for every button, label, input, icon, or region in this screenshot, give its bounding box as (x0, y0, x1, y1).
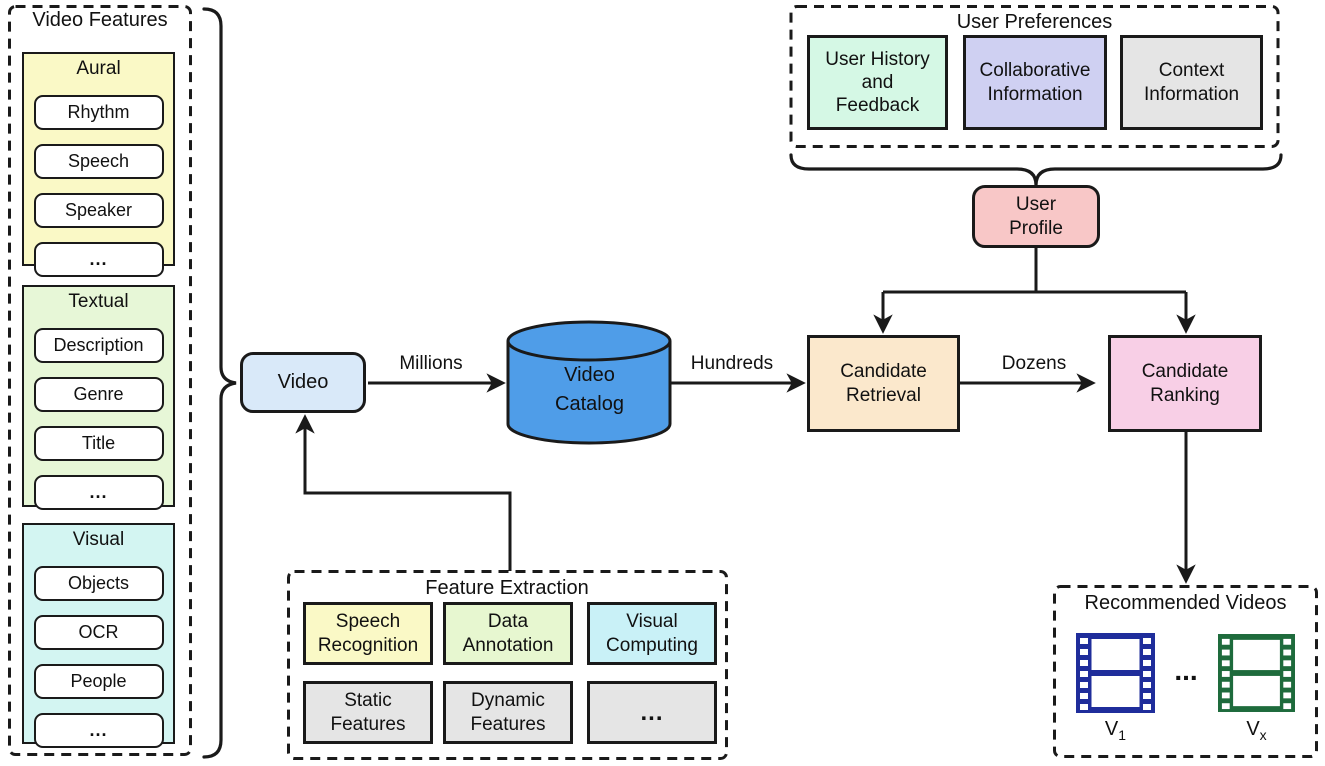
static-features-label: Static Features (330, 690, 406, 735)
speech-recognition-label: Speech Recognition (317, 611, 419, 656)
feature-item-ocr: OCR (33, 615, 164, 650)
feature-extraction-ellipsis-label: ... (640, 698, 664, 726)
feature-item-rhythm: Rhythm (33, 95, 164, 130)
edge-label-dozens: Dozens (1001, 353, 1067, 374)
visual-computing-label: Visual Computing (606, 611, 698, 656)
user-preferences-title: User Preferences (956, 11, 1113, 33)
video-label-vx: Vx (1246, 718, 1267, 743)
user-profile-label: User Profile (1009, 194, 1063, 239)
video-features-brace (202, 7, 237, 759)
arrow-feature-extraction-to-video (295, 414, 512, 571)
feature-item-aural-ellipsis: ... (33, 242, 164, 277)
video-catalog-cylinder-top (506, 320, 672, 362)
feature-item-speaker: Speaker (33, 193, 164, 228)
user-preferences-brace (789, 153, 1283, 186)
dynamic-features-label: Dynamic Features (470, 690, 546, 735)
speech-recognition-box: Speech Recognition (303, 602, 433, 665)
film-strip-icon-vx (1218, 634, 1295, 712)
feature-extraction-panel-border (287, 570, 728, 760)
context-information-box: Context Information (1120, 35, 1263, 130)
feature-item-description: Description (33, 328, 164, 363)
feature-item-title: Title (33, 426, 164, 461)
visual-section: Visual Objects OCR People ... (22, 523, 175, 748)
user-history-feedback-label: User History and Feedback (825, 48, 930, 117)
static-features-box: Static Features (303, 681, 433, 744)
textual-section-title: Textual (68, 291, 129, 312)
collaborative-information-box: Collaborative Information (963, 35, 1107, 130)
context-information-label: Context Information (1143, 60, 1240, 105)
textual-section: Textual Description Genre Title ... (22, 285, 175, 510)
feature-extraction-title: Feature Extraction (425, 577, 589, 599)
feature-item-textual-ellipsis: ... (33, 475, 164, 510)
aural-section: Aural Rhythm Speech Speaker ... (22, 52, 175, 277)
dynamic-features-box: Dynamic Features (443, 681, 573, 744)
video-features-title: Video Features (32, 9, 168, 31)
candidate-retrieval-box: Candidate Retrieval (807, 335, 960, 432)
candidate-ranking-box: Candidate Ranking (1108, 335, 1262, 432)
edge-label-hundreds: Hundreds (690, 353, 774, 374)
video-features-panel-border (8, 5, 192, 756)
collaborative-information-label: Collaborative Information (979, 60, 1091, 105)
film-strip-icon-v1 (1076, 633, 1155, 713)
feature-item-speech: Speech (33, 144, 164, 179)
recommended-videos-panel-border (1053, 585, 1318, 758)
data-annotation-label: Data Annotation (462, 611, 554, 656)
video-label-v1: V1 (1104, 718, 1127, 743)
feature-item-people: People (33, 664, 164, 699)
recommended-videos-ellipsis: ... (1174, 655, 1198, 686)
candidate-retrieval-label: Candidate Retrieval (840, 361, 927, 406)
user-profile-box: User Profile (972, 185, 1100, 248)
video-catalog-label: Video Catalog (555, 364, 624, 415)
feature-item-visual-ellipsis: ... (33, 713, 164, 748)
feature-item-objects: Objects (33, 566, 164, 601)
recommended-videos-title: Recommended Videos (1084, 592, 1287, 614)
user-history-feedback-box: User History and Feedback (807, 35, 948, 130)
candidate-ranking-label: Candidate Ranking (1141, 361, 1229, 406)
visual-computing-box: Visual Computing (587, 602, 717, 665)
feature-item-genre: Genre (33, 377, 164, 412)
video-label: Video (277, 371, 329, 394)
video-catalog-cylinder-body (506, 341, 672, 445)
edge-label-millions: Millions (399, 353, 463, 374)
user-preferences-panel-border (789, 5, 1280, 148)
visual-section-title: Visual (72, 529, 125, 550)
feature-extraction-ellipsis-box: ... (587, 681, 717, 744)
video-box: Video (240, 352, 366, 413)
aural-section-title: Aural (76, 58, 121, 79)
data-annotation-box: Data Annotation (443, 602, 573, 665)
